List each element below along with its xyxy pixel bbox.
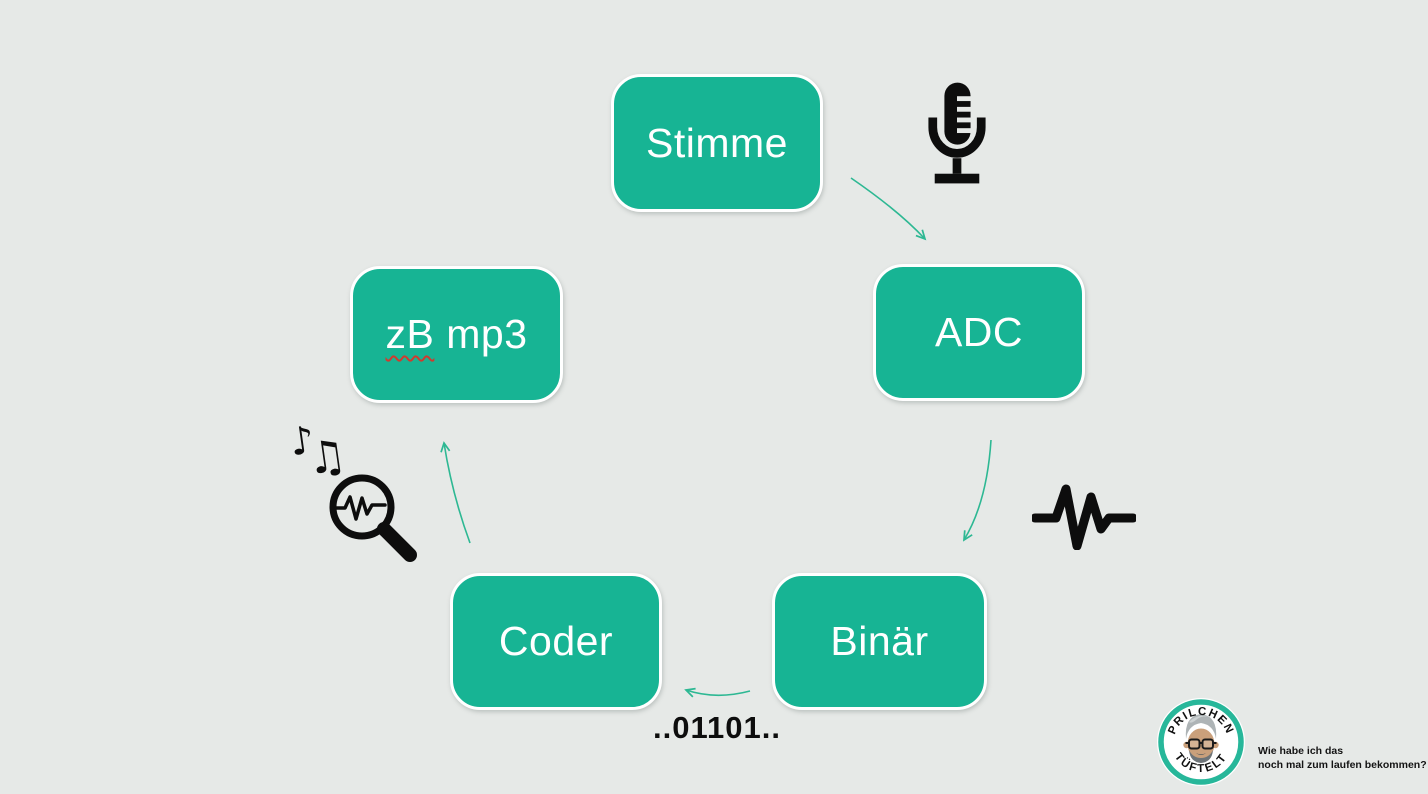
node-adc-label: ADC xyxy=(934,309,1024,355)
magnifier-with-waveform-icon xyxy=(329,474,417,562)
node-adc: ADC xyxy=(873,264,1085,401)
node-mp3: zB mp3 xyxy=(350,266,563,403)
node-stimme-label: Stimme xyxy=(646,119,788,166)
footer-note: Wie habe ich das noch mal zum laufen bek… xyxy=(1258,745,1428,772)
footer-note-line2: noch mal zum laufen bekommen? xyxy=(1258,758,1427,771)
logo-ring xyxy=(1158,699,1244,785)
node-coder-label: Coder xyxy=(498,618,614,664)
arrow-adc-to-binaer xyxy=(962,439,992,542)
node-coder: Coder xyxy=(450,573,662,710)
node-binaer: Binär xyxy=(772,573,987,710)
arrow-coder-to-mp3 xyxy=(440,441,471,544)
binary-string-caption: ..01101.. xyxy=(653,710,781,745)
node-mp3-label-misspelled: zB xyxy=(385,311,435,357)
node-stimme: Stimme xyxy=(611,74,823,212)
node-binaer-label: Binär xyxy=(830,618,929,664)
logo-face-avatar xyxy=(1183,714,1219,763)
prilchen-tueftelt-logo: PRILCHEN TÜFTELT xyxy=(1157,698,1245,786)
arrow-stimme-to-adc xyxy=(850,177,927,241)
audio-waveform-icon xyxy=(1032,484,1136,550)
node-mp3-label: zB mp3 xyxy=(385,311,527,358)
footer-note-line1: Wie habe ich das xyxy=(1258,745,1344,757)
microphone-icon xyxy=(928,82,986,184)
node-mp3-label-rest: mp3 xyxy=(446,311,528,357)
arrow-binaer-to-coder xyxy=(684,687,751,698)
